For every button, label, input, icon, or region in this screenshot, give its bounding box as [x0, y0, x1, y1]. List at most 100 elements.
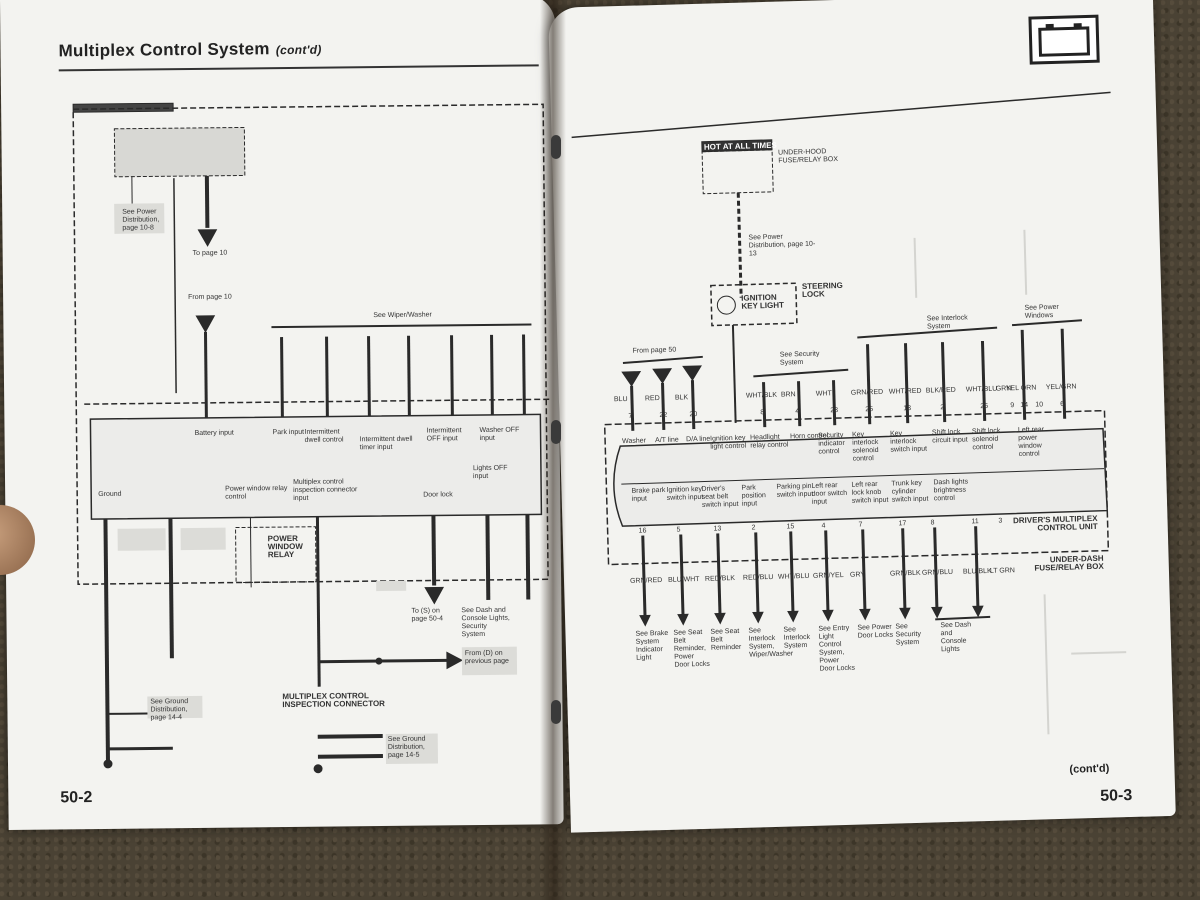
bottom-pin-number: 2: [751, 524, 756, 532]
top-pin-number: 23: [830, 407, 839, 415]
bottom-ref: See Dash and Console Lights: [940, 621, 972, 654]
unit-input-bottom: Driver's seat belt switch input: [701, 485, 739, 509]
bottom-pin-wire: LT GRN: [989, 567, 1016, 575]
unit-input-bottom: Dash lights brightness control: [933, 478, 969, 503]
unit-input-top: Key interlock switch input: [889, 430, 928, 454]
from-page-label: From page 10: [188, 293, 232, 302]
bottom-pin-wire: GRY: [849, 571, 866, 579]
unit-input-top: Shift lock circuit input: [931, 428, 968, 445]
power-window-relay-control-label: Power window relay control: [225, 485, 288, 501]
top-pin-number: 4: [795, 408, 800, 416]
bottom-ref: See Brake System Indicator Light: [635, 629, 669, 662]
page-number: 50-2: [60, 789, 93, 807]
bottom-pin-wire: BLU/WHT: [667, 575, 700, 584]
top-pin-wire: GRN/RED: [850, 388, 884, 397]
top-pin-wire: BLK: [674, 394, 689, 402]
bottom-pin-wire: GRN/BLU: [921, 568, 954, 577]
binder-ring: [551, 135, 561, 159]
unit-input-top: Headlight relay control: [749, 433, 789, 450]
binder-ring: [551, 420, 561, 444]
top-pin-wire: RED: [644, 395, 660, 403]
top-pin-wire: WHT/BLU: [965, 385, 998, 394]
bottom-pin-number: 4: [821, 522, 826, 530]
top-pin-number: 6: [1060, 400, 1065, 408]
bottom-pin-wire: GRN/BLK: [889, 569, 921, 578]
multiplex-connector-label: MULTIPLEX CONTROL INSPECTION CONNECTOR: [282, 691, 385, 710]
power-window-relay-label: POWER WINDOW RELAY: [267, 533, 303, 560]
top-pin-number: 13: [903, 405, 912, 413]
ground-label: Ground: [98, 490, 122, 498]
unit-input-bottom: Brake park input: [631, 486, 666, 503]
bottom-ref: See Seat Belt Reminder, Power Door Locks: [673, 628, 710, 669]
see-interlock-label: See Interlock System: [926, 314, 968, 331]
top-pin-wire: YEL: [1005, 384, 1020, 393]
bottom-pin-number: 8: [930, 519, 935, 527]
see-power-distribution-label: See Power Distribution, page 10-13: [748, 233, 816, 258]
top-pin-wire: BRN: [780, 391, 796, 399]
bottom-pin-number: 13: [713, 525, 722, 533]
top-pin-number: 25: [865, 406, 874, 414]
bottom-pin-number: 5: [676, 526, 681, 534]
bottom-pin-number: 15: [786, 523, 795, 531]
bottom-ref: See Interlock System: [783, 626, 811, 650]
under-dash-box-label: UNDER-DASH FUSE/RELAY BOX: [1034, 553, 1104, 573]
top-pin-wire: BLU: [613, 395, 628, 404]
top-pin-number: 22: [659, 411, 668, 420]
top-pin-number: 10: [1035, 401, 1044, 409]
ignition-key-light-label: IGNITION KEY LIGHT: [741, 292, 785, 311]
bottom-ref: See Interlock System, Wiper/Washer: [748, 627, 794, 659]
bottom-pin-wire: BLU/BLK: [962, 567, 992, 576]
top-pin-wire: ORN: [1020, 384, 1037, 392]
to-page-label: To page 10: [192, 249, 228, 257]
top-pin-number: 2: [940, 404, 945, 412]
top-pin-wire: YEL/GRN: [1045, 383, 1077, 392]
unit-input-top: Ignition key light control: [710, 434, 747, 451]
unit-input-bottom: Park position input: [741, 484, 766, 508]
top-pin-wire: BLK/RED: [925, 386, 956, 395]
unit-input-bottom: Ignition key switch input: [666, 485, 704, 502]
bottom-pin-number: 7: [858, 521, 863, 529]
top-pin-wire: WHT/RED: [888, 387, 922, 396]
see-ground-label: See Ground Distribution, page 14-4: [150, 698, 189, 722]
multiplex-control-input-label: Multiplex control inspection connector i…: [293, 478, 358, 502]
battery-icon: [1028, 14, 1100, 65]
bottom-ref: See Entry Light Control System, Power Do…: [818, 624, 856, 673]
steering-lock-label: STEERING LOCK: [801, 280, 843, 300]
right-wiring-diagram: [571, 91, 1127, 735]
bottom-ref: See Seat Belt Reminder: [710, 627, 742, 652]
unit-input-top: Left rear power window control: [1017, 426, 1045, 459]
top-pin-wire: WHT/BLK: [745, 391, 778, 400]
intermittent-dwell-control-label: Intermittent dwell control: [304, 428, 344, 444]
bottom-pin-wire: GRN/YEL: [812, 571, 844, 580]
binder-ring: [551, 700, 561, 724]
washer-off-label: Washer OFF input: [479, 426, 520, 443]
bottom-pin-number: 16: [638, 527, 647, 535]
top-pin-number: 9: [1010, 402, 1015, 410]
bottom-pin-number: 17: [898, 520, 907, 528]
to-page-label-2: To (S) on page 50-4: [411, 607, 444, 623]
door-lock-label: Door lock: [423, 491, 453, 499]
lights-off-label: Lights OFF input: [472, 464, 508, 481]
see-power-dist-label: See Power Distribution, page 10-8: [122, 208, 160, 232]
unit-input-top: Shift lock solenoid control: [971, 427, 1001, 452]
bottom-pin-wire: GRN/RED: [629, 577, 663, 585]
from-previous-label: From (D) on previous page: [464, 649, 509, 666]
bottom-pin-wire: RED/BLK: [704, 575, 736, 583]
see-ground-label-2: See Ground Distribution, page 14-5: [387, 735, 426, 759]
battery-input-label: Battery input: [194, 429, 234, 437]
unit-input-bottom: Trunk key cylinder switch input: [891, 479, 929, 504]
bottom-pin-number: 11: [971, 518, 979, 526]
left-wiring-diagram: [72, 102, 550, 774]
see-security-label: See Security System: [779, 350, 820, 367]
unit-input-bottom: Left rear door switch input: [811, 482, 848, 506]
intermittent-dwell-timer-label: Intermittent dwell timer input: [359, 435, 413, 452]
bottom-pin-number: 3: [998, 517, 1003, 525]
unit-input-top: Key interlock solenoid control: [851, 431, 879, 463]
bottom-ref: See Power Door Locks: [857, 623, 894, 640]
top-pin-number: 20: [689, 410, 698, 419]
top-pin-wire: WHT: [815, 390, 832, 398]
see-dash-lights-label: See Dash and Console Lights, Security Sy…: [461, 606, 510, 639]
left-page: Multiplex Control System(cont'd): [0, 0, 564, 830]
bottom-pin-wire: WHT/BLU: [777, 572, 810, 581]
from-page-50-label: From page 50: [632, 346, 677, 355]
